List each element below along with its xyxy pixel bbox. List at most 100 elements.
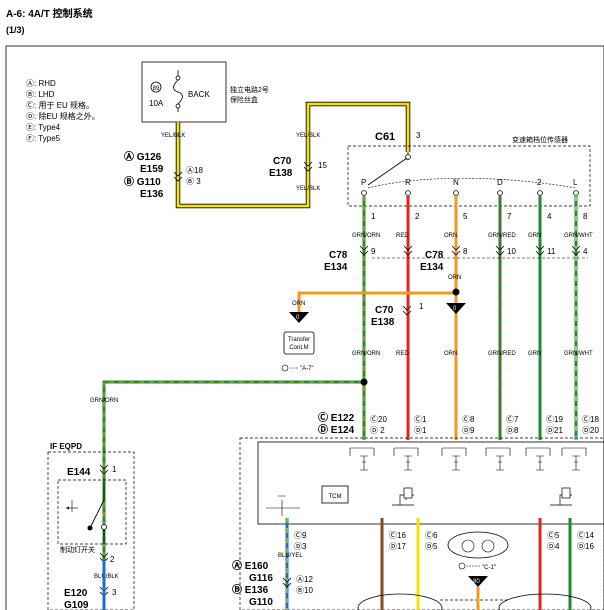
connector-e122: Ⓒ E122 Ⓓ E124 (318, 411, 355, 436)
tcm-input-resistor (441, 447, 467, 456)
connector-label: Ⓐ G126 (124, 150, 162, 163)
connector-symbol (403, 245, 413, 256)
transfer-connector-number: 0 (296, 315, 300, 321)
wire-label-yel-blk: YEL/BLK (161, 133, 185, 139)
connector-e120-pin: 3 (112, 588, 117, 597)
tcm-input-ground (496, 455, 504, 471)
tcm-pin-d: Ⓓ5 (425, 542, 438, 551)
transfer-label-2: Cont.M (289, 345, 308, 351)
meter-badge-number: 80 (473, 579, 480, 585)
sensor-contact-arc (367, 177, 577, 189)
fuse-box: 89 10A BACK 独立电路2号 保险丝盒 (141, 61, 269, 123)
wire-label-blu-yel: BLU/YEL (278, 553, 303, 559)
connector-e160: Ⓐ E160 G116 Ⓑ E136 G110 Ⓐ12 Ⓑ10 (232, 559, 313, 608)
page-title: A-6: 4A/T 控制系统 (6, 9, 93, 20)
wire-color-label: GRN/RED (488, 233, 516, 239)
tcm-pin-c: Ⓒ14 (577, 531, 594, 540)
transfer-connector-marker (289, 312, 309, 323)
sensor-pin: 2 (415, 212, 420, 221)
tcm-pin-c: Ⓒ8 (462, 415, 475, 424)
diagram-frame (5, 45, 604, 610)
tcm-pin-c: Ⓒ18 (582, 415, 599, 424)
position-sensor-box (347, 145, 591, 207)
wire-label-yel-blk: YEL/BLK (296, 133, 320, 139)
wire-color-label: GRN (528, 351, 541, 357)
tcm-input-resistor (393, 447, 419, 456)
connector-c70-top: C70 E138 15 (269, 156, 327, 179)
tcm-pin-d: Ⓓ3 (294, 542, 307, 551)
wire-label-orn: ORN (292, 301, 305, 307)
legend-item: Ⓓ: 除EU 规格之外。 (26, 111, 100, 121)
connector-label: C70 (375, 305, 394, 316)
connector-c61: C61 (375, 131, 395, 143)
connector-label: E159 (140, 164, 164, 175)
tcm-chip: TCM (321, 485, 349, 504)
tcm-input-resistor (525, 447, 551, 456)
tcm-input-resistor (561, 447, 587, 456)
sensor-contact (537, 190, 543, 196)
wire-color-label: GRN/WHT (564, 351, 593, 357)
fuse-number-badge (150, 81, 162, 93)
connector-e144-pin2: 2 (110, 555, 115, 564)
wire-label-yel-blk: YEL/BLK (296, 186, 320, 192)
tcm-pin-d: Ⓓ9 (462, 426, 475, 435)
junction-marker (446, 303, 466, 314)
connector-pin: Ⓐ18 (186, 166, 203, 175)
connector-label: G116 (249, 573, 273, 584)
legend-item: Ⓒ: 用于 EU 规格。 (26, 100, 94, 110)
tcm-label: TCM (329, 494, 342, 500)
connector-label: E134 (420, 262, 444, 273)
transfer-label-1: Transfer (288, 337, 310, 343)
connector-g126: Ⓐ G126 E159 Ⓑ G110 E136 Ⓐ18 Ⓑ 3 (124, 150, 203, 200)
sensor-switch-arm (367, 157, 408, 186)
brake-switch-group: IF EQPD E144 1 制动灯开关 2 BLU/BLK E120 G109… (47, 442, 135, 610)
transfer-ref: "A-7" (300, 366, 314, 372)
legend: Ⓐ: RHD Ⓑ: LHD Ⓒ: 用于 EU 规格。 Ⓓ: 除EU 规格之外。 … (26, 79, 100, 143)
wire-color-label: RED (396, 233, 409, 239)
tcm-input-ground (572, 455, 580, 471)
connector-label: E136 (140, 189, 164, 200)
wire-color-label: GRN/ORN (352, 351, 380, 357)
wire-color-label: GRN/WHT (564, 233, 593, 239)
connector-e144: E144 (67, 467, 91, 478)
wire-yel-blk (175, 101, 411, 209)
tcm-pin-c: Ⓒ20 (370, 415, 387, 424)
legend-item: Ⓔ: Type4 (26, 123, 61, 132)
tcm-pin-c: Ⓒ19 (546, 415, 563, 424)
connector-c70-mid: C70 E138 1 (371, 302, 424, 328)
junction-marker-number: 0 (453, 306, 457, 312)
brake-switch-label: 制动灯开关 (60, 545, 95, 554)
meter-ref: "C-1" (482, 565, 496, 571)
sensor-position-label: L (573, 178, 578, 187)
brake-switch-box (57, 479, 127, 545)
wire-color-label: ORN (448, 275, 461, 281)
tcm-input-circuits (266, 447, 587, 516)
connector-symbol (451, 245, 461, 256)
wire-label-blu-blk: BLU/BLK (94, 574, 119, 580)
connector-e144-pin1: 1 (112, 465, 117, 474)
tcm-pin-d: Ⓓ20 (582, 426, 599, 435)
connector-label: C70 (273, 156, 292, 167)
connector-pin: 15 (318, 161, 327, 170)
wire-yel-blk-core (176, 102, 410, 208)
sensor-pin: 7 (507, 212, 512, 221)
tcm-box (239, 437, 604, 610)
if-eqpd-label: IF EQPD (50, 442, 82, 451)
sensor-contact (453, 190, 459, 196)
connector-label: Ⓒ E122 (318, 411, 355, 424)
connector-pin: Ⓑ 3 (186, 177, 201, 186)
fuse-box-label-1: 独立电路2号 (230, 85, 269, 94)
connector-e120: E120 (64, 588, 88, 599)
wire-junction (452, 288, 460, 296)
connector-label: G110 (249, 597, 273, 608)
connector-symbol (359, 245, 369, 256)
connector-symbol (495, 245, 505, 256)
tcm-pin-d: Ⓓ 2 (370, 426, 385, 435)
wire-color-label: GRN/RED (488, 351, 516, 357)
connector-pin: 10 (507, 247, 516, 256)
sensor-contact (361, 190, 367, 196)
tcm-pin-c: Ⓒ16 (389, 531, 406, 540)
